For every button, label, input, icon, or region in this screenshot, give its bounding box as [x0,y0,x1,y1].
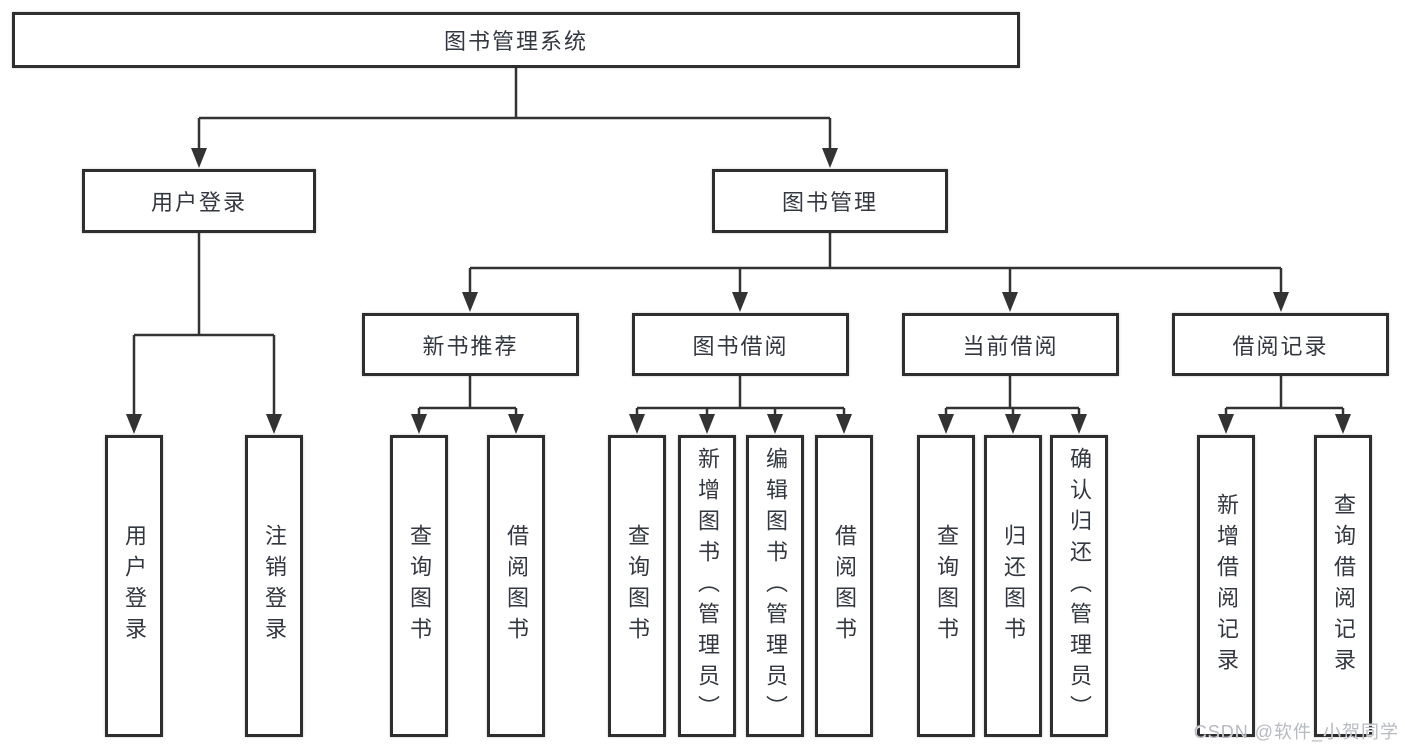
connector-line [132,233,276,416]
node-label: 图书借阅 [692,333,789,359]
leaf-borrow-books-2: 借阅图书 [815,435,873,737]
node-user-login: 用户登录 [82,169,316,233]
leaf-borrow-books: 借阅图书 [487,435,545,737]
node-label: 当前借阅 [962,333,1059,359]
arrowhead-icon [411,414,427,434]
connector-root-to-level2 [191,68,838,168]
node-new-book-recommendation: 新书推荐 [362,313,579,376]
node-label: 图书管理 [781,190,878,215]
node-borrowing-records: 借阅记录 [1172,313,1389,376]
leaf-label: 查询借阅记录 [1331,493,1356,679]
arrowhead-icon [836,414,852,434]
arrowhead-icon [822,148,838,168]
leaf-label: 用户登录 [122,524,147,648]
connector-book-borrow-to-leaves [629,376,852,434]
leaf-label: 借阅图书 [504,524,529,648]
leaf-label: 查询图书 [934,524,959,648]
arrowhead-icon [767,414,783,434]
leaf-label: 归还图书 [1001,524,1026,648]
leaf-query-borrow-record: 查询借阅记录 [1314,435,1372,737]
node-label: 借阅记录 [1232,333,1329,359]
node-label: 图书管理系统 [443,29,588,54]
arrowhead-icon [508,414,524,434]
node-library-management-system: 图书管理系统 [12,12,1020,68]
connector-line [197,68,832,150]
connector-line [1224,376,1345,416]
leaf-label: 查询图书 [407,524,432,648]
leaf-user-login: 用户登录 [105,435,163,737]
leaf-label: 借阅图书 [832,524,857,648]
leaf-label: 编辑图书（管理员） [763,446,788,726]
arrowhead-icon [191,148,207,168]
leaf-logout: 注销登录 [245,435,303,737]
leaf-confirm-return-admin: 确认归还（管理员） [1050,435,1108,737]
arrowhead-icon [1218,414,1234,434]
arrowhead-icon [629,414,645,434]
connector-line [635,376,846,416]
connector-user-login-to-leaves [126,233,282,434]
connector-line [417,376,518,416]
node-book-management: 图书管理 [712,169,948,233]
leaf-label: 新增图书（管理员） [695,446,720,726]
leaf-add-borrow-record: 新增借阅记录 [1197,435,1255,737]
leaf-return-book: 归还图书 [984,435,1042,737]
arrowhead-icon [462,292,478,312]
leaf-label: 注销登录 [262,524,287,648]
arrowhead-icon [266,414,282,434]
node-book-borrowing: 图书借阅 [632,313,849,376]
leaf-label: 查询图书 [625,524,650,648]
connector-records-to-leaves [1218,376,1351,434]
node-label: 新书推荐 [422,333,519,359]
arrowhead-icon [732,292,748,312]
arrowhead-icon [1005,414,1021,434]
connector-current-borrow-to-leaves [938,376,1087,434]
arrowhead-icon [1002,292,1018,312]
arrowhead-icon [1071,414,1087,434]
node-current-borrowing: 当前借阅 [902,313,1119,376]
leaf-query-books: 查询图书 [390,435,448,737]
leaf-add-book-admin: 新增图书（管理员） [678,435,736,737]
leaf-label: 确认归还（管理员） [1067,446,1092,726]
connector-book-mgmt-to-level3 [462,233,1289,312]
leaf-query-books-3: 查询图书 [917,435,975,737]
leaf-edit-book-admin: 编辑图书（管理员） [746,435,804,737]
arrowhead-icon [699,414,715,434]
arrowhead-icon [1273,292,1289,312]
node-label: 用户登录 [150,190,247,215]
connector-new-book-to-leaves [411,376,524,434]
leaf-query-books-2: 查询图书 [608,435,666,737]
arrowhead-icon [938,414,954,434]
arrowhead-icon [1335,414,1351,434]
arrowhead-icon [126,414,142,434]
leaf-label: 新增借阅记录 [1214,493,1239,679]
connector-line [944,376,1081,416]
connector-line [468,233,1283,294]
csdn-watermark: CSDN @软件_小贺同学 [1193,722,1399,742]
